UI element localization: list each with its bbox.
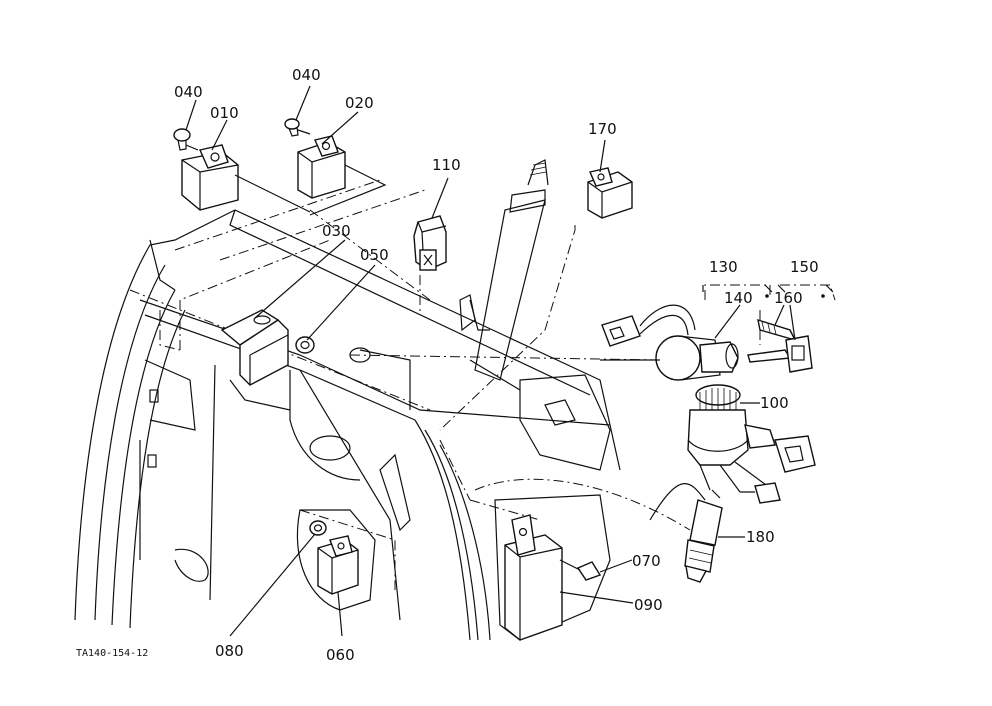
label-010: 010 [210,104,239,122]
part-160-keys [747,318,813,373]
label-140: 140 [724,289,753,307]
label-070: 070 [632,552,661,570]
part-090-controller [504,514,563,641]
label-160: 160 [774,289,803,307]
label-050: 050 [360,246,389,264]
part-110-switch [413,215,476,332]
part-170-relay [587,167,633,219]
part-050-nut [295,336,315,354]
part-030-relay [220,309,289,386]
label-180: 180 [746,528,775,546]
label-130: 130 [709,258,738,276]
part-180-sensor [649,483,723,583]
callout-leaders [185,85,834,637]
label-060: 060 [326,646,355,664]
part-060-relay [317,535,359,595]
label-080: 080 [215,642,244,660]
part-010-relay [181,144,311,213]
part-080-nut [309,520,327,536]
label-170: 170 [588,120,617,138]
steering-column [469,159,549,391]
drawing-code: TA140-154-12 [76,648,148,659]
label-020: 020 [345,94,374,112]
part-020-relay [297,135,387,216]
label-040-right: 040 [292,66,321,84]
part-040-screw-right [284,118,311,137]
label-150: 150 [790,258,819,276]
part-130-key-switch-harness [601,304,739,381]
label-040-left: 040 [174,83,203,101]
label-030: 030 [322,222,351,240]
label-100: 100 [760,394,789,412]
dashboard-panel-outline [74,209,621,641]
part-040-screw-left [173,128,199,151]
label-090: 090 [634,596,663,614]
label-110: 110 [432,156,461,174]
part-070-bolt [559,559,602,581]
part-100-ignition-switch [687,384,816,504]
